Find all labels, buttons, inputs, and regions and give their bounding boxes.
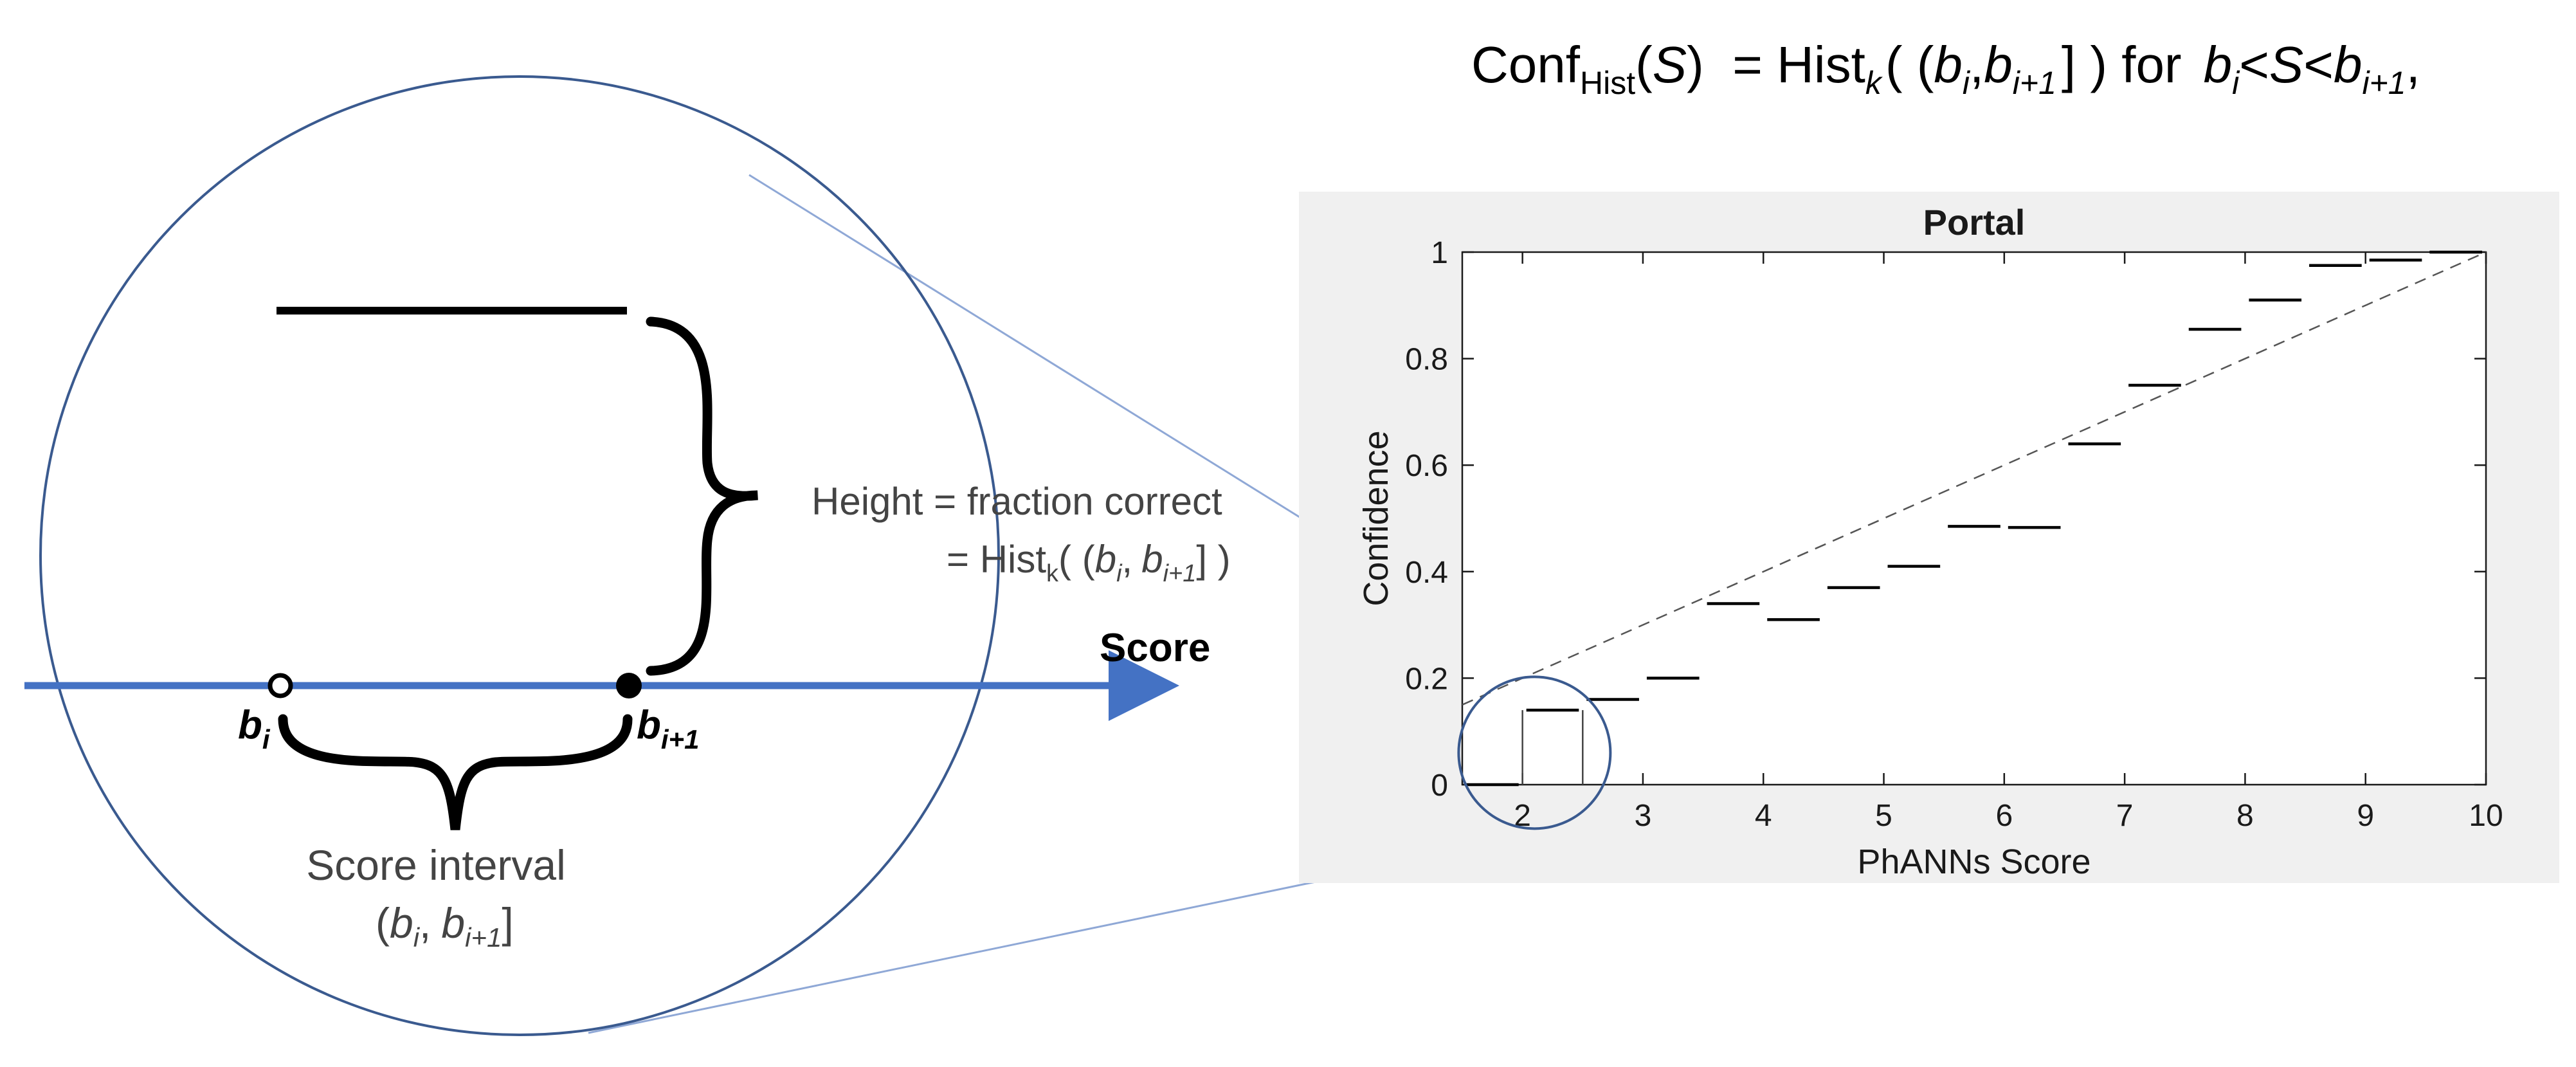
eq-ip1: i+1: [2013, 65, 2056, 101]
height-eq: = Hist: [947, 538, 1046, 581]
bip1-closed-endpoint: [616, 673, 642, 698]
bip1-label-b: b: [637, 703, 661, 747]
eq-s: S: [1653, 36, 1687, 93]
zoom-magnified-circle: [39, 75, 1000, 1036]
height-curly-brace: [646, 316, 758, 676]
height-i1: i: [1116, 560, 1123, 587]
x-tick-label: 9: [2357, 799, 2374, 833]
height-annotation-line1: Height = fraction correct: [812, 480, 1222, 523]
eq-s2: S: [2269, 36, 2303, 93]
plot-axes-area: [1461, 251, 2487, 786]
eq-ip4: i+1: [2362, 65, 2406, 101]
eq-i3: i: [2232, 65, 2240, 101]
eq-trail: ,: [2406, 36, 2420, 93]
reference-diagonal-dashed: [1462, 251, 2487, 706]
eq-b2: b: [1984, 36, 2013, 93]
y-tick-label: 0.6: [1405, 449, 1448, 483]
y-tick-label: 1: [1431, 236, 1448, 270]
bi-label-b: b: [238, 703, 262, 747]
y-tick-label: 0.8: [1405, 343, 1448, 377]
score-axis-label: Score: [1100, 626, 1210, 670]
y-axis-ticks: 0 0.2 0.4 0.6 0.8 1: [1405, 236, 2486, 803]
x-tick-label: 7: [2116, 799, 2134, 833]
eq-open: ( (: [1885, 36, 1934, 93]
x-tick-label: 3: [1635, 799, 1652, 833]
eq-b3: b: [2204, 36, 2233, 93]
eq-i1: i: [1963, 65, 1971, 101]
x-tick-label: 5: [1875, 799, 1892, 833]
interval-annotation-line1: Score interval: [306, 841, 566, 889]
x-tick-label: 6: [1995, 799, 2013, 833]
height-comma: ,: [1122, 538, 1133, 581]
y-tick-label: 0: [1431, 769, 1448, 803]
interval-comma: ,: [419, 899, 431, 947]
bi-open-endpoint: [268, 673, 293, 698]
eq-k: k: [1865, 65, 1883, 101]
interval-b2: b: [441, 899, 465, 947]
bi-label: bi: [238, 703, 271, 754]
y-axis-label: Confidence: [1357, 430, 1395, 606]
height-ip1: i+1: [1163, 560, 1197, 587]
eq-close-for: ] ) for: [2062, 36, 2182, 93]
y-tick-label: 0.2: [1405, 662, 1448, 696]
height-k: k: [1046, 560, 1059, 587]
x-tick-label: 4: [1755, 799, 1772, 833]
interval-b1: b: [390, 899, 413, 947]
interval-i1: i: [413, 922, 421, 953]
eq-b4: b: [2334, 36, 2363, 93]
height-close: ] ): [1196, 538, 1230, 581]
bip1-label-sub: i+1: [661, 724, 700, 754]
x-axis-label: PhANNs Score: [1857, 843, 2091, 881]
chart-title: Portal: [1923, 202, 2026, 242]
eq-lt2: <: [2303, 36, 2334, 93]
height-b1: b: [1095, 538, 1116, 581]
step-segments: [1466, 250, 2482, 787]
interval-annotation-line2: (bi,bi+1]: [376, 899, 514, 953]
zoom-source-circle: [1457, 675, 1612, 830]
eq-conf-sub: Hist: [1580, 65, 1635, 101]
highlighted-bin: [1521, 710, 1584, 785]
eq-eq-hist: ) = Hist: [1687, 36, 1865, 93]
eq-lt1: <: [2239, 36, 2269, 93]
interval-open: (: [376, 899, 390, 947]
x-tick-label: 10: [2469, 799, 2503, 833]
interval-ip1: i+1: [465, 922, 502, 953]
eq-b1: b: [1934, 36, 1963, 93]
eq-comma1: ,: [1970, 36, 1984, 93]
eq-conf: Conf: [1471, 36, 1581, 93]
interval-close: ]: [502, 899, 513, 947]
bip1-label: bi+1: [637, 703, 699, 754]
height-b2: b: [1141, 538, 1163, 581]
x-tick-label: 8: [2236, 799, 2254, 833]
y-tick-label: 0.4: [1405, 556, 1448, 590]
eq-lparen: (: [1635, 36, 1653, 93]
height-open: ( (: [1058, 538, 1095, 581]
interval-curly-brace: [278, 714, 633, 830]
height-annotation-line2: = Histk( (bi,bi+1] ): [947, 538, 1231, 587]
bi-label-i: i: [262, 724, 271, 754]
